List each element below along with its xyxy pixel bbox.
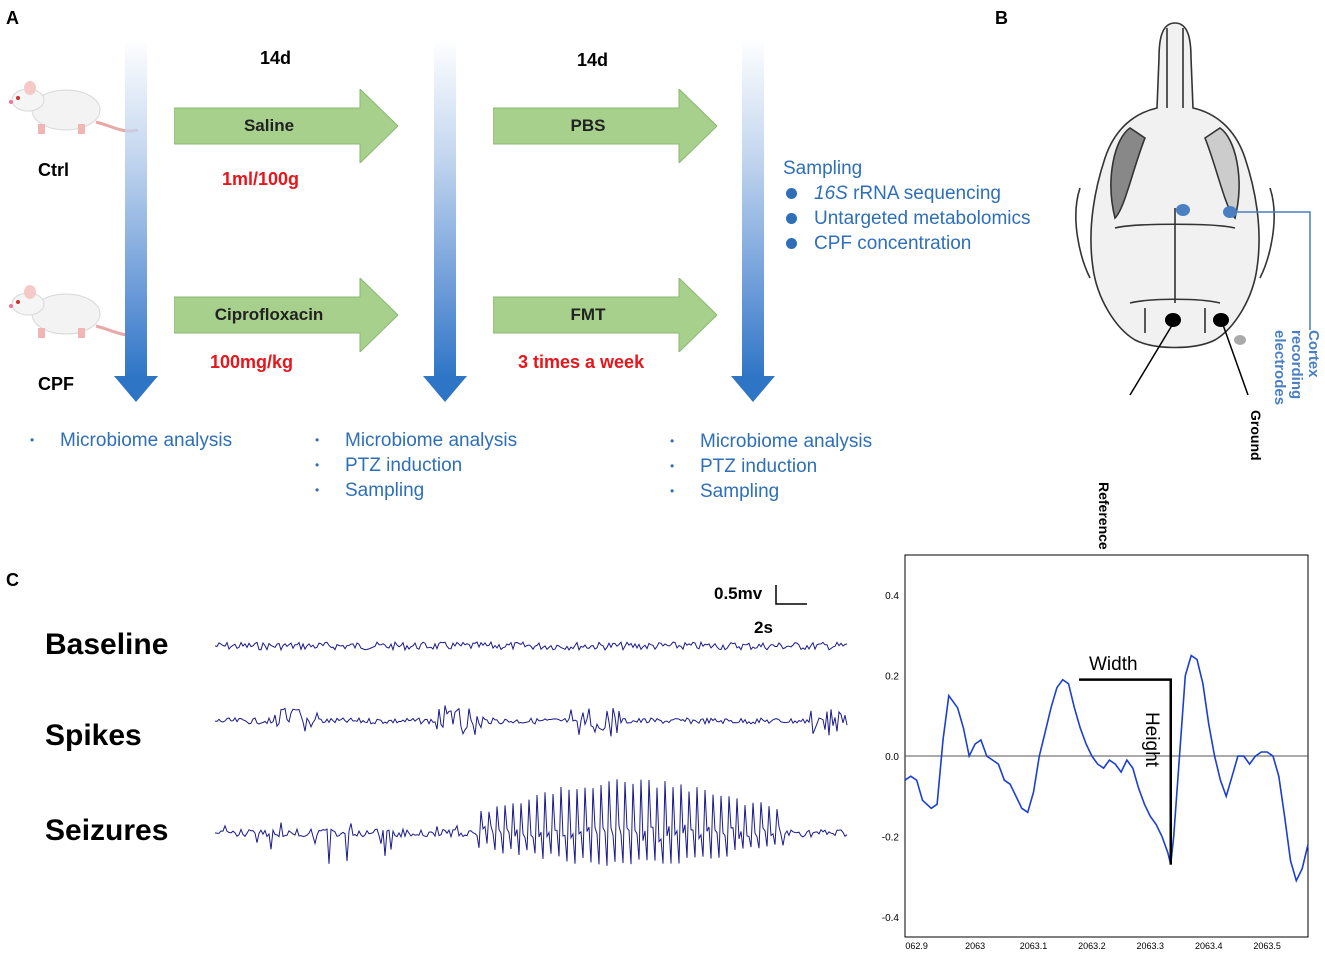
panel-label-c: C bbox=[6, 570, 19, 590]
eeg-trace-spikes bbox=[215, 705, 848, 737]
list-item: •Sampling bbox=[670, 481, 780, 502]
rat-ctrl-icon bbox=[9, 81, 139, 134]
x-tick-label: 2063.4 bbox=[1195, 941, 1223, 951]
timeline-arrow-2 bbox=[423, 38, 467, 402]
ground-label: Ground bbox=[1248, 410, 1264, 461]
rat-cpf-icon bbox=[9, 285, 139, 338]
eeg-trace-baseline bbox=[215, 640, 848, 652]
y-tick-label: 0.4 bbox=[885, 591, 899, 602]
bullet-dot-icon bbox=[786, 188, 797, 199]
bullets-timepoint-1: •Microbiome analysis bbox=[30, 428, 232, 453]
list-item-text: Microbiome analysis bbox=[345, 430, 518, 451]
list-item-text: PTZ induction bbox=[345, 455, 463, 476]
trace-label-baseline: Baseline bbox=[45, 628, 169, 661]
waveform-chart: 0.4 0.2 0.0 -0.2 -0.4 062.9 2063 2063.1 2063.2 2… bbox=[882, 554, 1309, 951]
eeg-traces bbox=[215, 640, 848, 866]
list-item: 16S rRNA sequencing bbox=[783, 181, 1031, 206]
saline-dose: 1ml/100g bbox=[222, 169, 300, 189]
height-annotation-label: Height bbox=[1141, 712, 1162, 767]
fmt-label: FMT bbox=[570, 305, 606, 324]
list-item-text: Microbiome analysis bbox=[60, 430, 233, 451]
sampling-list: Sampling 16S rRNA sequencing Untargeted … bbox=[783, 156, 1031, 256]
list-item: CPF concentration bbox=[783, 231, 1031, 256]
waveform-line bbox=[904, 654, 1309, 883]
electrode-1-icon bbox=[1176, 204, 1190, 216]
y-axis-ticks: 0.4 0.2 0.0 -0.2 -0.4 bbox=[882, 591, 900, 924]
group-cpf-label: CPF bbox=[38, 374, 74, 394]
sampling-item2: Untargeted metabolomics bbox=[814, 208, 1031, 229]
list-item: •Microbiome analysis bbox=[30, 430, 233, 451]
list-item-text: Microbiome analysis bbox=[700, 431, 873, 452]
bullets-timepoint-3: •Microbiome analysis •PTZ induction •Sam… bbox=[670, 429, 872, 504]
pbs-label: PBS bbox=[570, 116, 606, 135]
period-2-label: 14d bbox=[577, 50, 609, 70]
width-height-bracket bbox=[1079, 678, 1172, 865]
list-item: •PTZ induction bbox=[670, 456, 818, 477]
x-tick-label: 2063.3 bbox=[1137, 941, 1165, 951]
scale-bar bbox=[775, 585, 807, 605]
ciprofloxacin-label: Ciprofloxacin bbox=[214, 305, 324, 324]
y-tick-label: 0.0 bbox=[885, 752, 899, 763]
electrode-2-icon bbox=[1223, 206, 1237, 218]
x-tick-label: 2063.1 bbox=[1020, 941, 1048, 951]
ground-electrode-icon bbox=[1213, 313, 1229, 327]
x-axis-ticks: 062.9 2063 2063.1 2063.2 2063.3 2063.4 2063.5 bbox=[905, 941, 1280, 951]
cortex-electrodes-label: Cortex recording electrodes bbox=[1271, 330, 1322, 406]
fmt-frequency: 3 times a week bbox=[518, 352, 645, 372]
list-item: •Microbiome analysis bbox=[315, 430, 518, 451]
saline-arrow: Saline bbox=[174, 89, 398, 163]
panel-label-a: A bbox=[6, 8, 19, 28]
timeline-arrow-1 bbox=[114, 38, 158, 402]
period-1-label: 14d bbox=[260, 48, 292, 68]
cipro-dose: 100mg/kg bbox=[210, 352, 294, 372]
sampling-item3: CPF concentration bbox=[814, 233, 972, 254]
y-tick-label: -0.2 bbox=[882, 832, 900, 843]
plot-frame bbox=[904, 554, 1309, 938]
y-tick-label: -0.4 bbox=[882, 913, 900, 924]
list-item: •PTZ induction bbox=[315, 455, 463, 476]
list-item-text: PTZ induction bbox=[700, 456, 818, 477]
rat-skull-image bbox=[1075, 22, 1275, 349]
width-annotation-label: Width bbox=[1089, 654, 1138, 675]
ciprofloxacin-arrow: Ciprofloxacin bbox=[174, 278, 398, 352]
y-tick-label: 0.2 bbox=[885, 672, 899, 683]
bullet-dot-icon bbox=[786, 213, 797, 224]
electrode-leader-lines bbox=[1129, 211, 1311, 396]
x-tick-label: 2063.2 bbox=[1078, 941, 1106, 951]
scale-voltage-label: 0.5mv bbox=[714, 584, 763, 603]
saline-label: Saline bbox=[243, 116, 295, 135]
sampling-title: Sampling bbox=[783, 158, 863, 179]
bullet-dot-icon bbox=[786, 238, 797, 249]
group-ctrl-label: Ctrl bbox=[38, 160, 69, 180]
width-height-annotation bbox=[1079, 678, 1172, 865]
reference-electrode-icon bbox=[1165, 313, 1181, 327]
timeline-arrow-3 bbox=[731, 38, 775, 402]
list-item-text: Sampling bbox=[700, 481, 780, 502]
x-tick-label: 2063.5 bbox=[1253, 941, 1281, 951]
x-tick-label: 062.9 bbox=[905, 941, 928, 951]
list-item: •Microbiome analysis bbox=[670, 431, 873, 452]
eeg-trace-seizures bbox=[215, 779, 848, 866]
sampling-item1-italic: 16S bbox=[814, 183, 848, 204]
panel-label-b: B bbox=[995, 8, 1008, 28]
bullets-timepoint-2: •Microbiome analysis •PTZ induction •Sam… bbox=[315, 428, 517, 503]
pbs-arrow: PBS bbox=[493, 89, 717, 163]
scale-time-label: 2s bbox=[754, 618, 773, 637]
list-item: •Sampling bbox=[315, 480, 425, 501]
sampling-item1-rest: rRNA sequencing bbox=[847, 183, 1001, 204]
trace-label-spikes: Spikes bbox=[45, 719, 142, 752]
reference-label: Reference bbox=[1096, 482, 1112, 550]
x-tick-label: 2063 bbox=[965, 941, 985, 951]
list-item: Untargeted metabolomics bbox=[783, 206, 1031, 231]
list-item-text: Sampling bbox=[345, 480, 425, 501]
trace-label-seizures: Seizures bbox=[45, 814, 169, 847]
fmt-arrow: FMT bbox=[493, 278, 717, 352]
